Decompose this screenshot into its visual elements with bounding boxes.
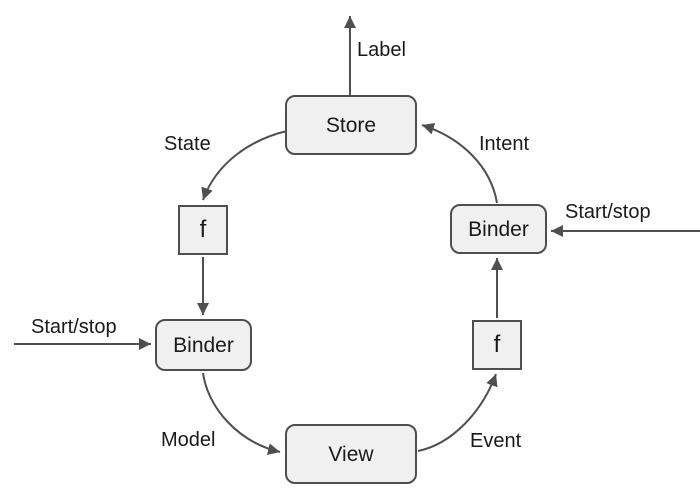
node-binder-left: Binder bbox=[155, 319, 252, 371]
edge-label-intent: Intent bbox=[479, 133, 530, 155]
edge-label-model: Model bbox=[161, 429, 216, 451]
edge-label-start-stop-left: Start/stop bbox=[31, 316, 117, 338]
edge-label-label: Label bbox=[357, 39, 406, 61]
edge-label-state: State bbox=[164, 133, 211, 155]
edge-label-event: Event bbox=[470, 430, 522, 452]
state-arc bbox=[201, 130, 288, 201]
node-view: View bbox=[285, 424, 417, 484]
edge-label-start-stop-right: Start/stop bbox=[565, 201, 651, 223]
node-function-right: f bbox=[472, 320, 522, 370]
model-arc bbox=[202, 372, 281, 456]
node-binder-right: Binder bbox=[450, 204, 547, 254]
event-arc bbox=[417, 373, 498, 452]
intent-arc bbox=[421, 123, 498, 204]
node-store: Store bbox=[285, 95, 417, 155]
node-function-left: f bbox=[178, 205, 228, 255]
